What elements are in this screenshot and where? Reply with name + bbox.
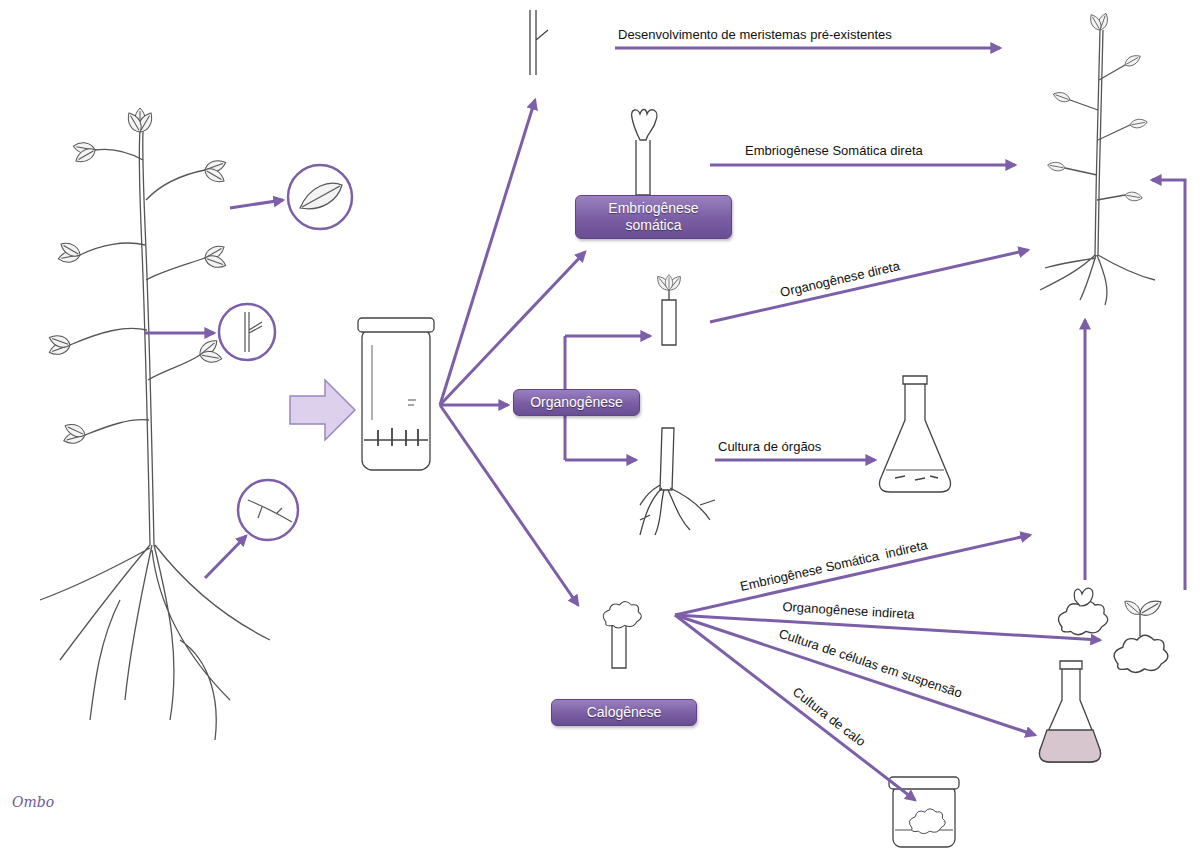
somatic-embryo-explant — [632, 110, 657, 196]
box-text: Embriogênese somática — [584, 200, 723, 234]
process-box: Embriogênese somática — [575, 195, 732, 239]
process-label: Desenvolvimento de meristemas pré-existe… — [618, 27, 892, 42]
explant-drawings — [245, 183, 342, 522]
plant-leaves — [48, 108, 228, 446]
process-arrows — [440, 48, 1185, 800]
stem-segment — [530, 10, 548, 75]
regenerated-plant-leaves — [1047, 12, 1148, 202]
callus-with-shoot — [1114, 597, 1168, 673]
process-label: Cultura de calo — [790, 684, 868, 749]
explant-circles — [219, 165, 352, 540]
organ-flask — [879, 376, 950, 492]
suspension-flask — [1039, 661, 1100, 762]
box-text: Organogênese — [522, 394, 631, 411]
process-box: Calogênese — [551, 699, 697, 726]
root-explant — [640, 428, 715, 535]
callus-with-embryo — [1058, 588, 1107, 634]
mother-plant — [40, 130, 270, 740]
regenerated-plant — [1040, 30, 1155, 305]
box-text: Calogênese — [560, 704, 688, 721]
culture-jar — [358, 318, 434, 470]
process-label: Embriogênese Somática direta — [745, 143, 923, 158]
shoot-explant — [654, 274, 683, 345]
process-box: Organogênese — [513, 389, 640, 416]
explant-arrows — [145, 200, 283, 578]
process-label: Cultura de órgãos — [718, 439, 821, 454]
callus-explant — [603, 602, 641, 668]
process-label: Organogênese indireta — [782, 599, 915, 622]
transfer-arrow — [290, 380, 355, 440]
signature: Ombo — [12, 795, 54, 810]
